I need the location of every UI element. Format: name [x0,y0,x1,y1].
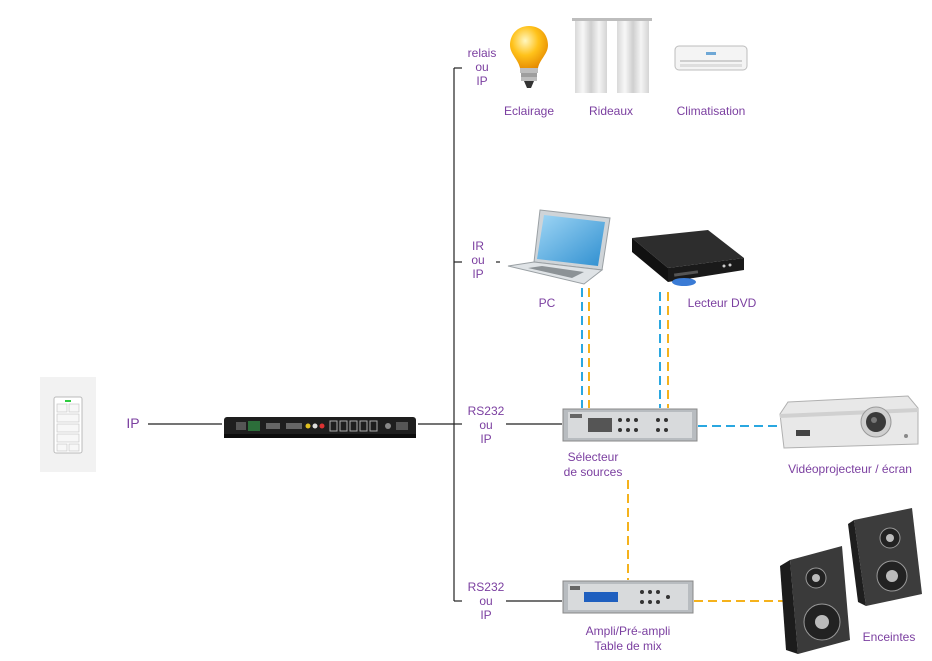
projector-icon [779,395,919,449]
air-conditioning-label: Climatisation [676,104,746,118]
protocol-line: IP [480,432,492,446]
switcher-label-line: de sources [563,465,623,479]
amplifier-icon [562,580,694,614]
amplifier-device [562,580,694,614]
amplifier-label: Ampli/Pré-ampli Table de mix [578,624,678,654]
lighting-label: Eclairage [503,104,555,118]
protocol-line: ou [479,594,493,608]
controller-icon [224,417,416,438]
protocol-line: IP [472,267,484,281]
pc-label: PC [538,296,556,310]
protocol-line: IP [476,74,488,88]
keypad-link-label: IP [126,415,140,431]
air-conditioner-icon [674,45,748,71]
speakers-icon [780,508,922,654]
control-lines [148,67,562,602]
speakers-device [778,506,924,656]
amplifier-protocol-label: RS232 ou IP [466,580,506,622]
switcher-label-line: Sélecteur [567,450,619,464]
wall-keypad [40,377,96,472]
curtains-device [572,18,652,94]
switcher-icon [562,408,698,442]
protocol-line: ou [479,418,493,432]
dvd-player-icon [632,230,744,286]
dvd-label: Lecteur DVD [687,296,757,310]
pc-device [506,208,612,286]
projector-device [778,392,922,456]
video-lines [581,288,782,427]
protocol-line: RS232 [467,404,505,418]
protocol-line: relais [467,46,497,60]
projector-label: Vidéoprojecteur / écran [788,462,912,476]
protocol-line: IP [480,608,492,622]
ir-protocol-label: IR ou IP [458,239,498,281]
curtains-icon [572,18,652,93]
automation-controller [222,414,418,440]
light-bulb-icon [510,26,548,88]
amplifier-label-line: Ampli/Pré-ampli [585,624,671,638]
protocol-line: IR [472,239,484,253]
amplifier-label-line: Table de mix [594,639,662,653]
dvd-player-device [628,228,746,290]
curtains-label: Rideaux [588,104,634,118]
protocol-line: RS232 [467,580,505,594]
switcher-label: Sélecteur de sources [556,450,630,480]
switcher-protocol-label: RS232 ou IP [466,404,506,446]
laptop-icon [507,209,611,285]
lighting-device [506,22,552,92]
relay-protocol-label: relais ou IP [462,46,502,88]
keypad-icon [40,377,96,472]
source-switcher-device [562,408,698,442]
protocol-line: ou [471,253,485,267]
air-conditioning-device [674,44,748,74]
speakers-label: Enceintes [862,630,916,644]
audio-lines [588,288,784,602]
protocol-line: ou [475,60,489,74]
